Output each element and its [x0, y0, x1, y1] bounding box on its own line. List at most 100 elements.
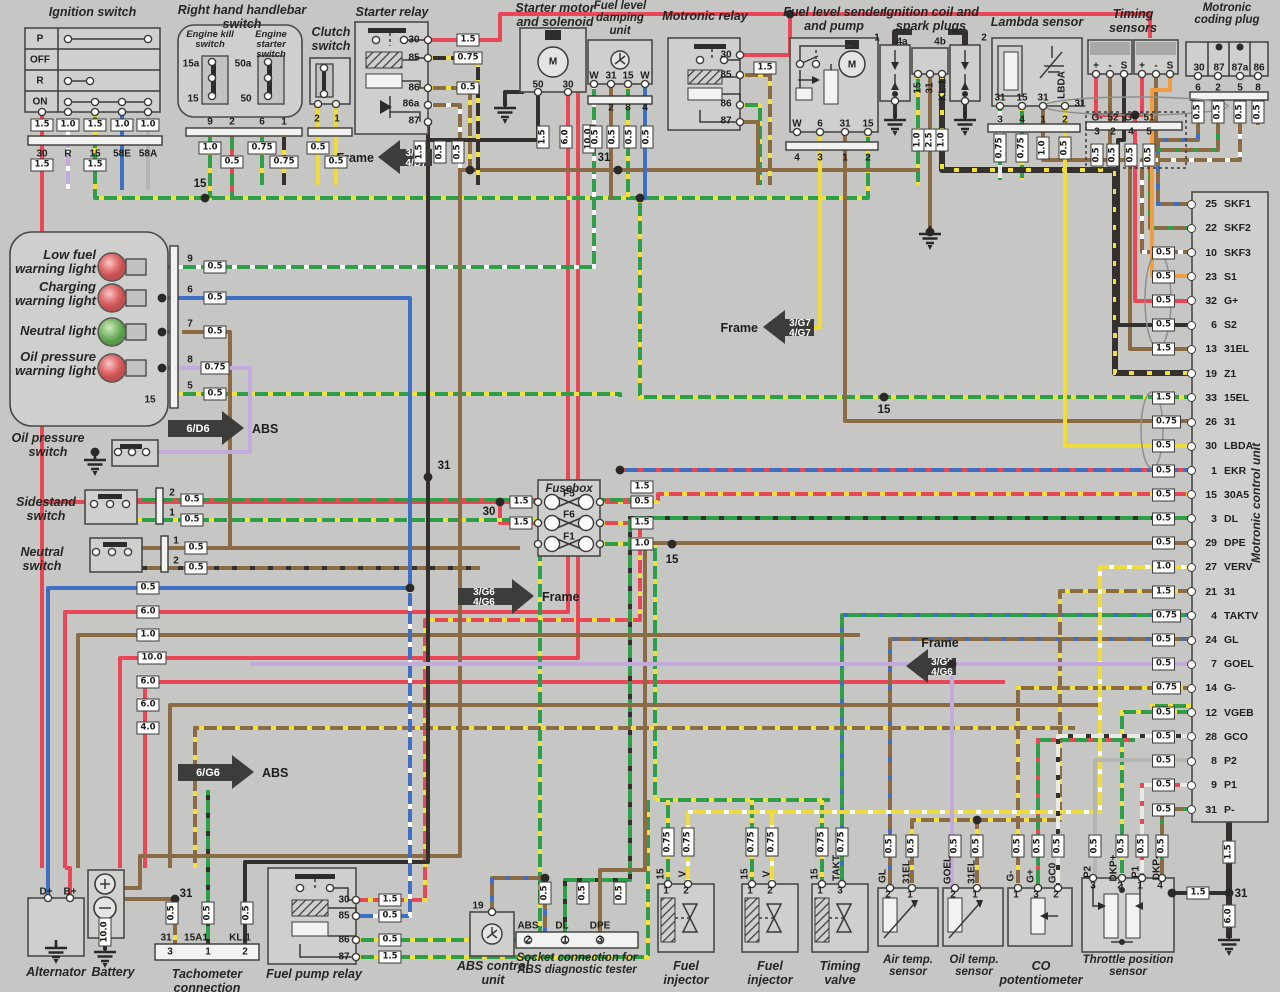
- pin-terminal: [89, 499, 99, 509]
- title-abs-control-unit: ABS control unit: [456, 959, 530, 987]
- coding-bus-bar: [1189, 91, 1269, 101]
- sidestand-bus-bar: [155, 487, 164, 525]
- motronic-control-unit-box: [1191, 191, 1269, 823]
- title-oil-temp-sensor: Oil temp. sensor: [949, 954, 999, 979]
- pin-terminal: [533, 497, 543, 507]
- pin-terminal: [423, 117, 433, 127]
- warning-lights-panel: [9, 231, 169, 427]
- pin-terminal: [1013, 883, 1023, 893]
- pin-terminal: [37, 107, 47, 117]
- frame-arrow-b7: 3/B74/B7 Frame: [336, 140, 432, 174]
- coding-plug-box: [1185, 41, 1269, 77]
- oil-pressure-warning-light-icon: [97, 353, 147, 383]
- pin-terminal: [735, 117, 745, 127]
- junction-dot: [90, 447, 100, 457]
- pin-terminal: [792, 127, 802, 137]
- pin-terminal: [371, 35, 381, 45]
- pin-terminal: [263, 73, 273, 83]
- pin-terminal: [1253, 71, 1263, 81]
- mcu-pin-number: 1: [1211, 464, 1217, 477]
- mcu-pin-terminal: [1187, 805, 1196, 815]
- pin-terminal: [90, 97, 100, 107]
- mcu-pin-number: 7: [1211, 658, 1217, 671]
- pin-terminal: [113, 447, 123, 457]
- pin-terminal: [589, 79, 599, 89]
- pin-terminal: [533, 87, 543, 97]
- pin-terminal: [117, 107, 127, 117]
- pin-terminal: [595, 497, 605, 507]
- handlebar-bus-bar: [185, 127, 303, 137]
- pin-terminal: [63, 107, 73, 117]
- wire-gauge-label: 0.5: [1152, 439, 1176, 453]
- mcu-pin-number: 29: [1205, 537, 1217, 550]
- wire-gauge-label: 0.5: [1152, 536, 1176, 550]
- mcu-pin-row: 0.5 1 EKR: [1152, 458, 1268, 482]
- pin-terminal: [487, 907, 497, 917]
- wire-gauge-label: 0.5: [1152, 803, 1176, 817]
- wire-gauge-label: 0.5: [1152, 706, 1176, 720]
- title-sidestand-switch: Sidestand switch: [16, 495, 76, 523]
- title-air-temp-sensor: Air temp. sensor: [883, 954, 933, 979]
- ground-coil-1: [882, 110, 908, 138]
- mcu-pin-number: 23: [1205, 270, 1217, 283]
- pin-terminal: [143, 97, 153, 107]
- wire-gauge-label: 0.5: [1152, 754, 1176, 768]
- charging-warning-light-icon: [97, 283, 147, 313]
- mcu-pin-name: G+: [1224, 294, 1239, 307]
- pin-terminal: [695, 55, 705, 65]
- wire-gauge-label: 1.0: [1152, 560, 1176, 574]
- pin-terminal: [563, 87, 573, 97]
- mcu-pin-name: G-: [1224, 682, 1236, 695]
- svg-text:4/B7: 4/B7: [405, 158, 427, 169]
- ground-coil-2: [952, 110, 978, 138]
- title-fuel-sender: Fuel level sender and pump: [783, 5, 885, 33]
- mcu-pin-number: 15: [1205, 488, 1217, 501]
- wire-gauge-label: 0.5: [1152, 633, 1176, 647]
- junction-dot: [465, 165, 475, 175]
- mcu-pin-name: 31EL: [1224, 343, 1250, 356]
- pin-terminal: [399, 35, 409, 45]
- pin-terminal: [351, 911, 361, 921]
- mcu-pin-name: DL: [1224, 512, 1238, 525]
- damping-bus-bar: [587, 95, 653, 105]
- warning-bus-bar: [169, 245, 179, 409]
- wire-gauge-label: 0.5: [1152, 464, 1176, 478]
- title-timing-valve: Timing valve: [819, 959, 861, 987]
- wire-gauge-label: 0.5: [1152, 318, 1176, 332]
- frame-arrow-g6-in: 3/G64/G6 Frame: [906, 636, 959, 683]
- svg-text:Frame: Frame: [336, 151, 374, 165]
- wire-gauge-label: 0.5: [1152, 512, 1176, 526]
- pin-terminal: [263, 91, 273, 101]
- title-fuel-injector-1: Fuel injector: [663, 959, 709, 987]
- title-timing-sensors: Timing sensors: [1109, 7, 1157, 35]
- mcu-pin-name: VGEB: [1224, 706, 1254, 719]
- mcu-pin-name: EKR: [1224, 464, 1247, 477]
- pin-terminal: [950, 883, 960, 893]
- pin-terminal: [837, 879, 847, 889]
- mcu-pin-terminal: [1187, 441, 1196, 451]
- mcu-pin-name: P2: [1224, 755, 1237, 768]
- pin-terminal: [351, 895, 361, 905]
- junction-dot: [947, 659, 957, 669]
- wire-gauge-label: 0.75: [1152, 681, 1181, 695]
- junction-dot: [667, 539, 677, 549]
- mcu-pin-terminal: [1187, 490, 1196, 500]
- svg-text:4/G6: 4/G6: [473, 597, 495, 608]
- junction-dot: [157, 327, 167, 337]
- pin-terminal: [960, 96, 970, 106]
- svg-text:Frame: Frame: [542, 590, 580, 604]
- pin-terminal: [423, 53, 433, 63]
